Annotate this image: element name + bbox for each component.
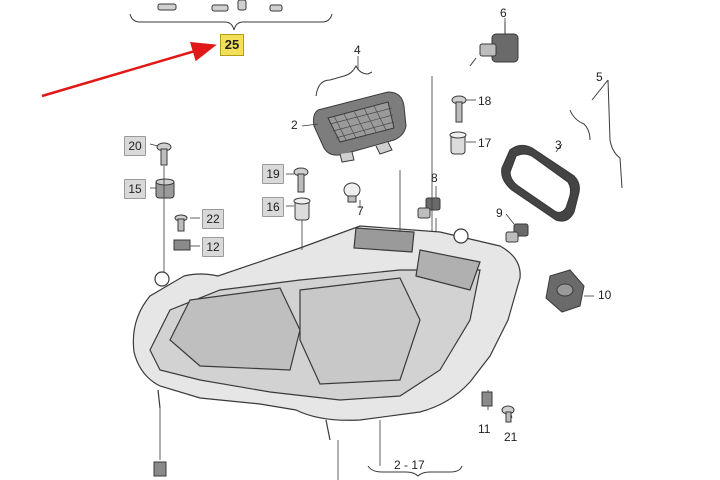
bulb-9	[505, 223, 529, 243]
callout-3[interactable]: 3	[555, 138, 562, 152]
sleeve-16	[293, 197, 311, 221]
callout-16[interactable]: 16	[262, 197, 284, 217]
clip-12	[173, 239, 191, 251]
callout-19[interactable]: 19	[262, 164, 284, 184]
bottom-clip-left	[153, 461, 167, 477]
callout-11[interactable]: 11	[478, 422, 491, 436]
callout-22[interactable]: 22	[202, 209, 224, 229]
bulb-8	[417, 197, 441, 219]
bottom-clip-11	[481, 391, 493, 407]
item-25-fasteners	[157, 0, 283, 12]
screw-18	[451, 95, 467, 123]
item-25-bracket	[129, 13, 333, 31]
screw-22	[174, 214, 188, 232]
screw-20	[156, 142, 172, 166]
callout-25[interactable]: 25	[220, 34, 244, 56]
callout-6[interactable]: 6	[500, 6, 507, 20]
sleeve-17	[449, 131, 467, 155]
item-4-bracket	[315, 64, 373, 97]
item-5-bracket	[569, 79, 623, 189]
bottom-screw-21	[501, 405, 515, 423]
callout-9[interactable]: 9	[496, 206, 503, 220]
red-arrow	[41, 42, 217, 98]
callout-20[interactable]: 20	[124, 136, 146, 156]
callout-21[interactable]: 21	[504, 430, 518, 444]
callout-17[interactable]: 17	[478, 136, 492, 150]
callout-15[interactable]: 15	[124, 179, 146, 199]
callout-18[interactable]: 18	[478, 94, 492, 108]
screw-19	[293, 167, 309, 193]
callout-2[interactable]: 2	[291, 118, 298, 132]
callout-12[interactable]: 12	[202, 237, 224, 257]
callout-5[interactable]: 5	[596, 70, 603, 84]
seal-ring-3	[501, 144, 580, 222]
item-2-17-bracket	[367, 465, 463, 477]
module-10	[545, 269, 585, 313]
nut-15	[155, 178, 175, 199]
bulb-socket-6	[469, 22, 519, 67]
callout-4[interactable]: 4	[354, 43, 361, 57]
callout-7[interactable]: 7	[357, 204, 364, 218]
bulb-7	[343, 182, 361, 203]
callout-2-17[interactable]: 2 - 17	[394, 458, 425, 472]
callout-10[interactable]: 10	[598, 288, 612, 302]
callout-8[interactable]: 8	[431, 171, 438, 185]
headlamp-housing	[132, 225, 521, 441]
cover-2	[313, 91, 407, 163]
